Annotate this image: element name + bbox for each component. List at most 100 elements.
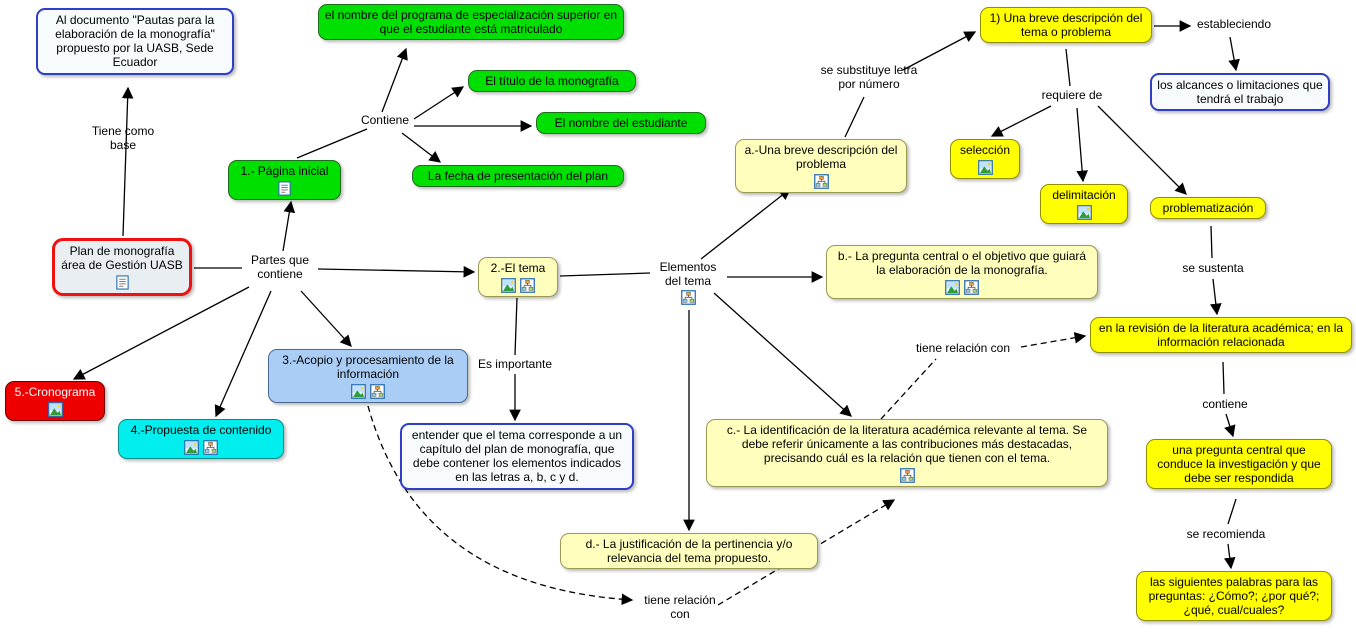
arrow-contiene-pregunta [1224,413,1236,438]
arrow-elementos-a [700,188,792,260]
node-nombre-estudiante[interactable]: El nombre del estudiante [536,112,706,135]
node-problematizacion-text: problematización [1162,201,1254,215]
node-propuesta[interactable]: 4.-Propuesta de contenido [118,419,284,460]
edge-pagina-contiene [296,128,368,159]
node-palabras[interactable]: las siguientes palabras para las pregunt… [1136,571,1332,622]
node-seleccion[interactable]: selección [950,139,1020,180]
image-resource-icon[interactable] [501,278,516,293]
image-resource-icon[interactable] [978,160,993,175]
link-label-tiene-como-base[interactable]: Tiene como base [88,124,158,152]
link-label-partes-que-contiene-text: Partes que contiene [250,253,310,282]
link-label-elementos-del-tema[interactable]: Elementos del tema [652,260,724,305]
arrow-elementos-c [713,292,852,417]
node-problematizacion[interactable]: problematización [1150,197,1266,220]
node-c-identificacion-text: c.- La identificación de la literatura a… [726,423,1088,466]
node-uno-breve[interactable]: 1) Una breve descripción del tema o prob… [980,7,1152,44]
edge-tema-elementos [559,272,651,277]
link-label-se-recomienda[interactable]: se recomienda [1184,527,1268,541]
edge-problematizacion-sesustenta [1210,225,1213,259]
link-label-partes-que-contiene[interactable]: Partes que contiene [242,253,318,281]
tree-resource-icon[interactable] [814,174,829,189]
node-plan-monografia[interactable]: Plan de monografía área de Gestión UASB [52,238,192,297]
link-label-se-sustenta[interactable]: se sustenta [1180,261,1246,275]
image-resource-icon[interactable] [48,402,63,417]
link-label-requiere-de[interactable]: requiere de [1038,88,1106,102]
tree-resource-icon[interactable] [520,278,535,293]
node-cronograma[interactable]: 5.-Cronograma [5,381,105,422]
node-programa-text: el nombre del programa de especializació… [324,8,618,37]
link-label-tiene-como-base-text: Tiene como base [91,124,155,153]
node-seleccion-text: selección [959,143,1011,157]
link-label-tiene-relacion-con-2[interactable]: tiene relación con [644,593,716,621]
arrow-requiere-seleccion [990,105,1052,137]
plain-connectors [194,48,1237,525]
tree-resource-icon[interactable] [900,468,915,483]
link-label-estableciendo-text: estableciendo [1196,17,1272,31]
arrow-contiene-programa [381,47,408,113]
document-resource-icon[interactable] [277,181,292,196]
node-acopio-text: 3.-Acopio y procesamiento de la informac… [282,353,454,382]
arrow-sesustenta-revision [1210,278,1222,316]
node-b-pregunta[interactable]: b.- La pregunta central o el objetivo qu… [826,245,1098,300]
link-label-contiene-1[interactable]: Contiene [356,113,414,127]
arrow-partes-tema [317,265,476,278]
tree-resource-icon[interactable] [964,280,979,295]
node-palabras-text: las siguientes palabras para las pregunt… [1148,575,1320,618]
node-al-documento-text: Al documento "Pautas para la elaboración… [55,13,215,70]
node-alcances-text: los alcances o limitaciones que tendrá e… [1157,78,1323,107]
node-pagina-inicial[interactable]: 1.- Página inicial [228,160,341,201]
tree-resource-icon[interactable] [370,384,385,399]
node-d-justificacion[interactable]: d.- La justificación de la pertinencia y… [560,533,818,570]
link-label-se-substituye-text: se substituye letra por número [820,63,918,92]
arrow-serecomienda-palabras [1223,543,1236,570]
image-resource-icon[interactable] [1077,205,1092,220]
node-entender[interactable]: entender que el tema corresponde a un ca… [400,423,634,490]
node-delimitacion-text: delimitación [1052,188,1116,202]
tree-resource-icon[interactable] [681,290,696,305]
node-a-descripcion[interactable]: a.-Una breve descripción del problema [735,139,907,194]
node-revision[interactable]: en la revisión de la literatura académic… [1090,317,1352,354]
node-delimitacion[interactable]: delimitación [1040,184,1128,225]
image-resource-icon[interactable] [351,384,366,399]
node-propuesta-text: 4.-Propuesta de contenido [130,423,272,437]
node-titulo-text: El título de la monografía [485,74,619,88]
document-resource-icon[interactable] [115,275,130,290]
arrow-estableciendo-alcances [1228,36,1240,72]
edge-a-sesubstituye [844,96,865,138]
link-label-tiene-relacion-con-1-text: tiene relación con [915,341,1011,355]
arrow-contiene-fecha [401,132,442,163]
link-label-tiene-relacion-con-1[interactable]: tiene relación con [908,341,1018,355]
node-cronograma-text: 5.-Cronograma [14,385,96,399]
node-alcances[interactable]: los alcances o limitaciones que tendrá e… [1150,73,1330,112]
node-titulo[interactable]: El título de la monografía [468,70,636,93]
dashed-arrow-acopio-tienerelacion [367,405,634,606]
node-pregunta-central[interactable]: una pregunta central que conduce la inve… [1146,439,1332,490]
image-resource-icon[interactable] [184,440,199,455]
node-el-tema[interactable]: 2.-El tema [478,257,558,298]
arrow-requiere-delimitacion [1076,107,1088,183]
arrow-contiene-titulo [413,86,465,120]
link-label-se-substituye[interactable]: se substituye letra por número [818,63,920,91]
node-acopio[interactable]: 3.-Acopio y procesamiento de la informac… [268,349,468,404]
edge-tema-esimportante [514,297,518,356]
node-entender-text: entender que el tema corresponde a un ca… [411,428,623,485]
edge-uno-requiere [1065,48,1071,87]
node-c-identificacion[interactable]: c.- La identificación de la literatura a… [706,419,1108,488]
node-al-documento[interactable]: Al documento "Pautas para la elaboración… [36,8,234,75]
tree-resource-icon[interactable] [203,440,218,455]
node-d-justificacion-text: d.- La justificación de la pertinencia y… [585,537,793,566]
link-label-se-recomienda-text: se recomienda [1186,527,1266,541]
link-label-estableciendo[interactable]: estableciendo [1194,17,1274,31]
node-programa[interactable]: el nombre del programa de especializació… [318,4,624,41]
node-revision-text: en la revisión de la literatura académic… [1098,321,1344,350]
link-label-es-importante[interactable]: Es importante [472,357,558,371]
link-label-contiene-2[interactable]: contiene [1198,397,1252,411]
arrow-partes-propuesta [214,290,272,418]
arrow-partes-pagina [282,200,296,252]
link-label-contiene-1-text: Contiene [360,113,410,127]
node-fecha[interactable]: La fecha de presentación del plan [412,165,624,188]
image-resource-icon[interactable] [945,280,960,295]
link-label-contiene-2-text: contiene [1202,397,1248,411]
